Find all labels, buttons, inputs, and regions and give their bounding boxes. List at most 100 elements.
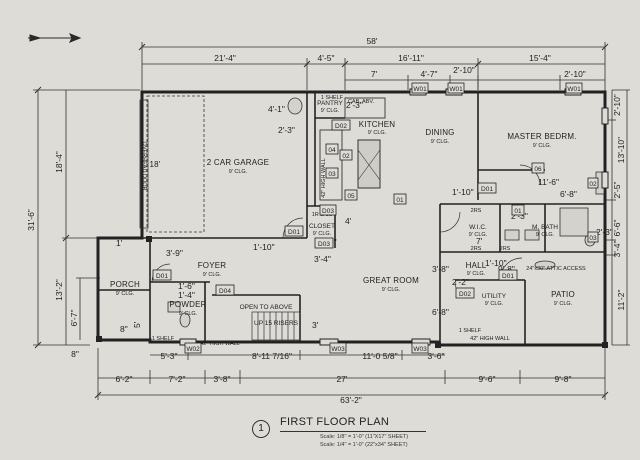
room-foyer-clg: 9' CLG. xyxy=(203,272,222,278)
room-porch-clg: 9' CLG. xyxy=(116,291,135,297)
door-tag-d04: D04 xyxy=(219,288,231,295)
stairs-label: UP 15 RISERS xyxy=(254,320,299,327)
dim-right-e: 3'-4" xyxy=(612,241,622,258)
room-master-clg: 9' CLG. xyxy=(533,143,552,149)
room-mbath-name: M. BATH xyxy=(532,224,558,231)
dim-window-b3: 11'-0 5/8" xyxy=(362,351,397,361)
dim-k21: 2'-3" xyxy=(511,211,528,221)
room-closet-name: CLOSET xyxy=(309,223,335,230)
dim-k24: 9'-8" xyxy=(498,264,515,274)
key-tag-05: 05 xyxy=(347,193,355,200)
dim-window-space-2: 2'-10" xyxy=(453,65,475,75)
dim-pantry-width: 4'-5" xyxy=(318,53,335,63)
key-tag-06: 06 xyxy=(534,166,542,173)
drawing-title: FIRST FLOOR PLAN xyxy=(280,416,390,428)
garage-door-label: OVERHEAD DOOR xyxy=(141,142,147,191)
window-tag-w01-c: W01 xyxy=(567,86,581,93)
room-dining-name: DINING xyxy=(425,128,454,137)
dim-master-width: 15'-4" xyxy=(529,53,551,63)
room-greatroom-clg: 9' CLG. xyxy=(382,287,401,293)
dim-k23: 2'-3" xyxy=(596,227,613,237)
dim-bottom-f: 9'-8" xyxy=(555,374,572,384)
window-tag-w01-a: W01 xyxy=(413,86,427,93)
key-tag-01-b: 01 xyxy=(514,208,522,215)
shelf-label: 1 SHELF xyxy=(459,328,482,334)
dim-k8: 3'-9" xyxy=(166,248,183,258)
dim-window-b1: 5'-3" xyxy=(161,351,178,361)
dim-window-b2: 8'-11 7/16" xyxy=(252,351,292,361)
dim-k2: 2'-3" xyxy=(278,125,295,135)
north-arrow-icon xyxy=(28,33,82,43)
room-wic-clg: 9' CLG. xyxy=(469,232,488,238)
door-tag-d01-b: D01 xyxy=(156,273,168,280)
dim-bottom-d: 27' xyxy=(336,374,347,384)
room-hall-name: HALL xyxy=(466,261,487,270)
dim-right-a: 2'-10" xyxy=(612,94,622,116)
dim-window-space-1: 4'-7" xyxy=(421,69,438,79)
dim-porch-offset: 8" xyxy=(71,349,79,359)
stair-treads xyxy=(251,311,301,341)
dim-garage-width: 21'-4" xyxy=(214,53,236,63)
garage-door-track xyxy=(139,99,149,229)
dim-window-space-3: 2'-10" xyxy=(564,69,586,79)
interior-walls xyxy=(98,92,605,345)
room-greatroom-name: GREAT ROOM xyxy=(363,276,419,285)
dim-k3: 2'-3" xyxy=(346,100,363,110)
room-utility-clg: 9' CLG. xyxy=(485,301,504,307)
scale-note-2: Scale: 1/4" = 1'-0" (22"x34" SHEET) xyxy=(320,442,408,448)
room-patio-clg: 9' CLG. xyxy=(554,301,573,307)
dim-bottom-e: 9'-6" xyxy=(479,374,496,384)
dim-k4: 4' xyxy=(345,216,352,226)
closet-rods-label: 2RS xyxy=(471,208,482,214)
kitchen-counters xyxy=(319,97,386,201)
room-master-name: MASTER BEDRM. xyxy=(507,132,576,141)
closet-rods-label-3: 2RS xyxy=(500,246,511,252)
callout-boxes xyxy=(152,82,599,354)
dimension-ticks xyxy=(34,43,609,399)
dim-k14: 3'-8" xyxy=(432,264,449,274)
key-tag-01: 01 xyxy=(396,197,404,204)
door-tag-d01-c: D01 xyxy=(481,186,493,193)
room-hall-clg: 9' CLG. xyxy=(467,271,486,277)
room-powder-clg: 9' CLG. xyxy=(179,311,198,317)
dim-k9: 1'-6" xyxy=(178,281,195,291)
room-kitchen-clg: 9' CLG. xyxy=(368,130,387,136)
dim-k16: 2'-2" xyxy=(452,277,469,287)
dim-k10: 1'-4" xyxy=(178,290,195,300)
key-tag-03-b: 03 xyxy=(589,235,597,242)
dim-k18: 1'-10" xyxy=(452,187,474,197)
key-tag-02-b: 02 xyxy=(589,181,597,188)
scale-note-1: Scale: 1/8" = 1'-0" (11"X17" SHEET) xyxy=(320,434,409,440)
closet-rods-label-2: 2RS xyxy=(471,246,482,252)
dim-dining-width: 16'-11" xyxy=(398,53,424,63)
window-tag-w03-b: W03 xyxy=(413,346,427,353)
bath-fixtures xyxy=(167,97,605,328)
dim-k19: 11'-6" xyxy=(538,177,559,187)
room-utility-name: UTILITY xyxy=(482,293,507,300)
door-tag-d01-a: D01 xyxy=(288,229,300,236)
dim-k7: 1' xyxy=(116,238,123,248)
half-wall-label-1: 42" HIGH WALL xyxy=(321,158,327,198)
window-tag-w03-a: W03 xyxy=(331,346,345,353)
key-tag-03: 03 xyxy=(328,171,336,178)
door-tag-d03: D03 xyxy=(318,241,330,248)
cabinet-above-label: CAB. ABV. xyxy=(348,99,375,105)
room-wic-name: W.I.C. xyxy=(469,224,487,231)
dim-garage-depth: 18'-4" xyxy=(54,151,64,173)
dim-k15: 1'-10" xyxy=(485,258,507,268)
half-wall-label-3: 42" HIGH WALL xyxy=(470,336,510,342)
kitchen-island xyxy=(357,139,381,189)
dim-bottom-c: 3'-8" xyxy=(214,374,231,384)
attic-access-label: 24"x30" ATTIC ACCESS xyxy=(526,266,586,272)
room-porch-name: PORCH xyxy=(110,280,140,289)
room-pantry-name: PANTRY xyxy=(317,100,343,107)
dim-k20: 6'-8" xyxy=(560,189,577,199)
dim-bottom-a: 6'-2" xyxy=(116,374,133,384)
shelf-label-top: 1 SHELF xyxy=(321,95,344,101)
room-foyer-name: FOYER xyxy=(198,261,227,270)
room-closet-clg: 9' CLG. xyxy=(313,231,332,237)
garage-overhead-door xyxy=(146,95,205,233)
key-tag-02: 02 xyxy=(342,153,350,160)
dim-k11: 5' xyxy=(132,321,142,328)
